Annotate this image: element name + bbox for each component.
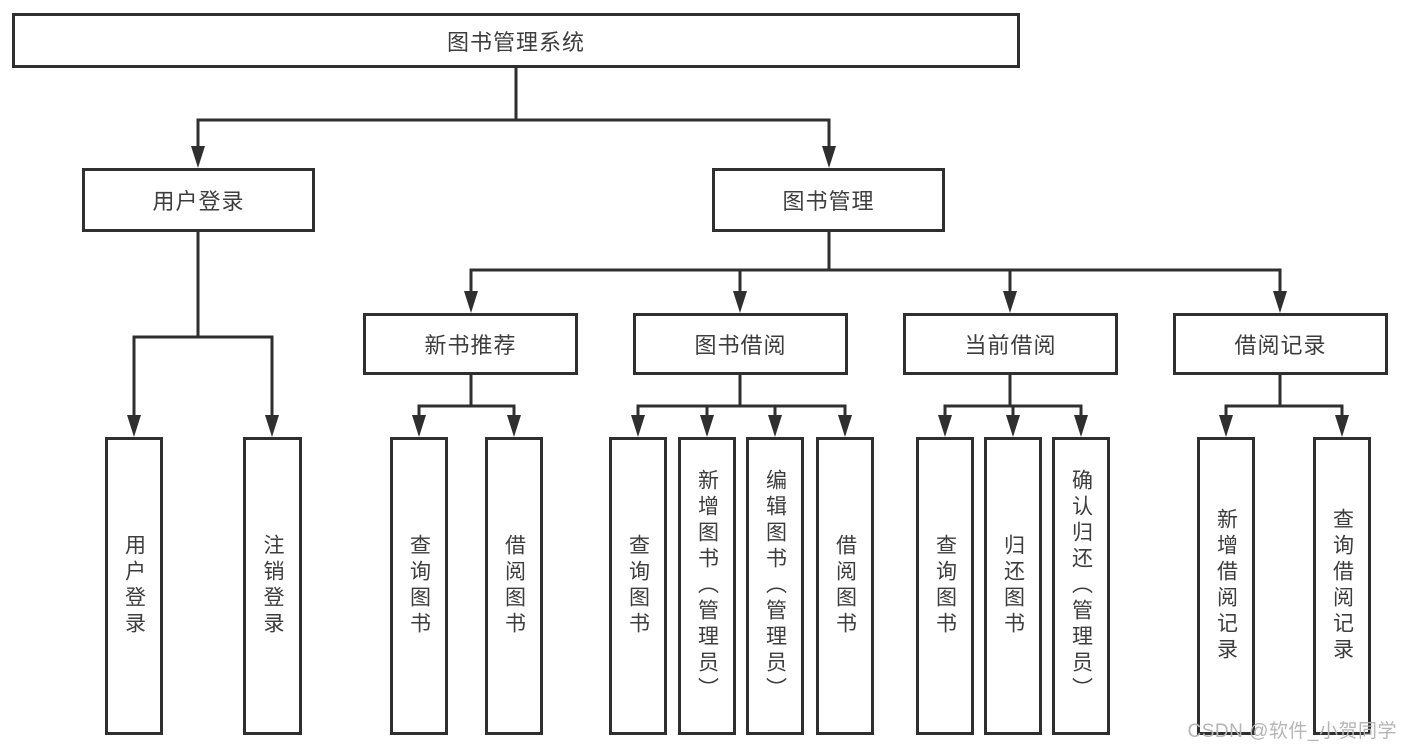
node-user-login: 用户登录 bbox=[82, 168, 315, 232]
node-leaf-edit-books-admin: 编辑图书（管理员） bbox=[746, 437, 804, 735]
node-leaf-query-books-2: 查询图书 bbox=[609, 437, 667, 735]
node-leaf-borrow-books-2: 借阅图书 bbox=[816, 437, 874, 735]
node-leaf-return-books: 归还图书 bbox=[984, 437, 1042, 735]
node-book-borrow: 图书借阅 bbox=[633, 313, 848, 375]
node-label: 确认归还（管理员） bbox=[1069, 469, 1093, 703]
node-leaf-confirm-return-admin: 确认归还（管理员） bbox=[1052, 437, 1110, 735]
node-label: 归还图书 bbox=[1001, 534, 1025, 638]
node-label: 借阅图书 bbox=[833, 534, 857, 638]
node-library-management-system: 图书管理系统 bbox=[12, 13, 1020, 68]
node-new-book-recommend: 新书推荐 bbox=[363, 313, 578, 375]
node-leaf-query-books-3: 查询图书 bbox=[916, 437, 974, 735]
node-book-management: 图书管理 bbox=[712, 168, 945, 232]
node-label: 注销登录 bbox=[261, 534, 284, 638]
node-label: 新增图书（管理员） bbox=[695, 469, 719, 703]
node-borrow-records: 借阅记录 bbox=[1173, 313, 1388, 375]
node-label: 新增借阅记录 bbox=[1214, 508, 1238, 664]
node-label: 查询图书 bbox=[933, 534, 957, 638]
node-current-borrow: 当前借阅 bbox=[903, 313, 1118, 375]
node-label: 查询图书 bbox=[626, 534, 650, 638]
node-label: 编辑图书（管理员） bbox=[763, 469, 787, 703]
node-label: 查询图书 bbox=[407, 534, 431, 638]
node-leaf-query-books-1: 查询图书 bbox=[390, 437, 448, 735]
node-leaf-borrow-books-1: 借阅图书 bbox=[485, 437, 543, 735]
csdn-watermark: CSDN @软件_小贺同学 bbox=[1187, 721, 1397, 742]
node-leaf-logout: 注销登录 bbox=[243, 437, 302, 735]
node-leaf-add-books-admin: 新增图书（管理员） bbox=[678, 437, 736, 735]
node-leaf-add-borrow-record: 新增借阅记录 bbox=[1197, 437, 1255, 735]
node-label: 用户登录 bbox=[122, 534, 146, 638]
node-leaf-user-login: 用户登录 bbox=[105, 437, 163, 735]
node-label: 查询借阅记录 bbox=[1330, 508, 1354, 664]
node-label: 借阅图书 bbox=[502, 534, 526, 638]
node-leaf-query-borrow-record: 查询借阅记录 bbox=[1313, 437, 1371, 735]
